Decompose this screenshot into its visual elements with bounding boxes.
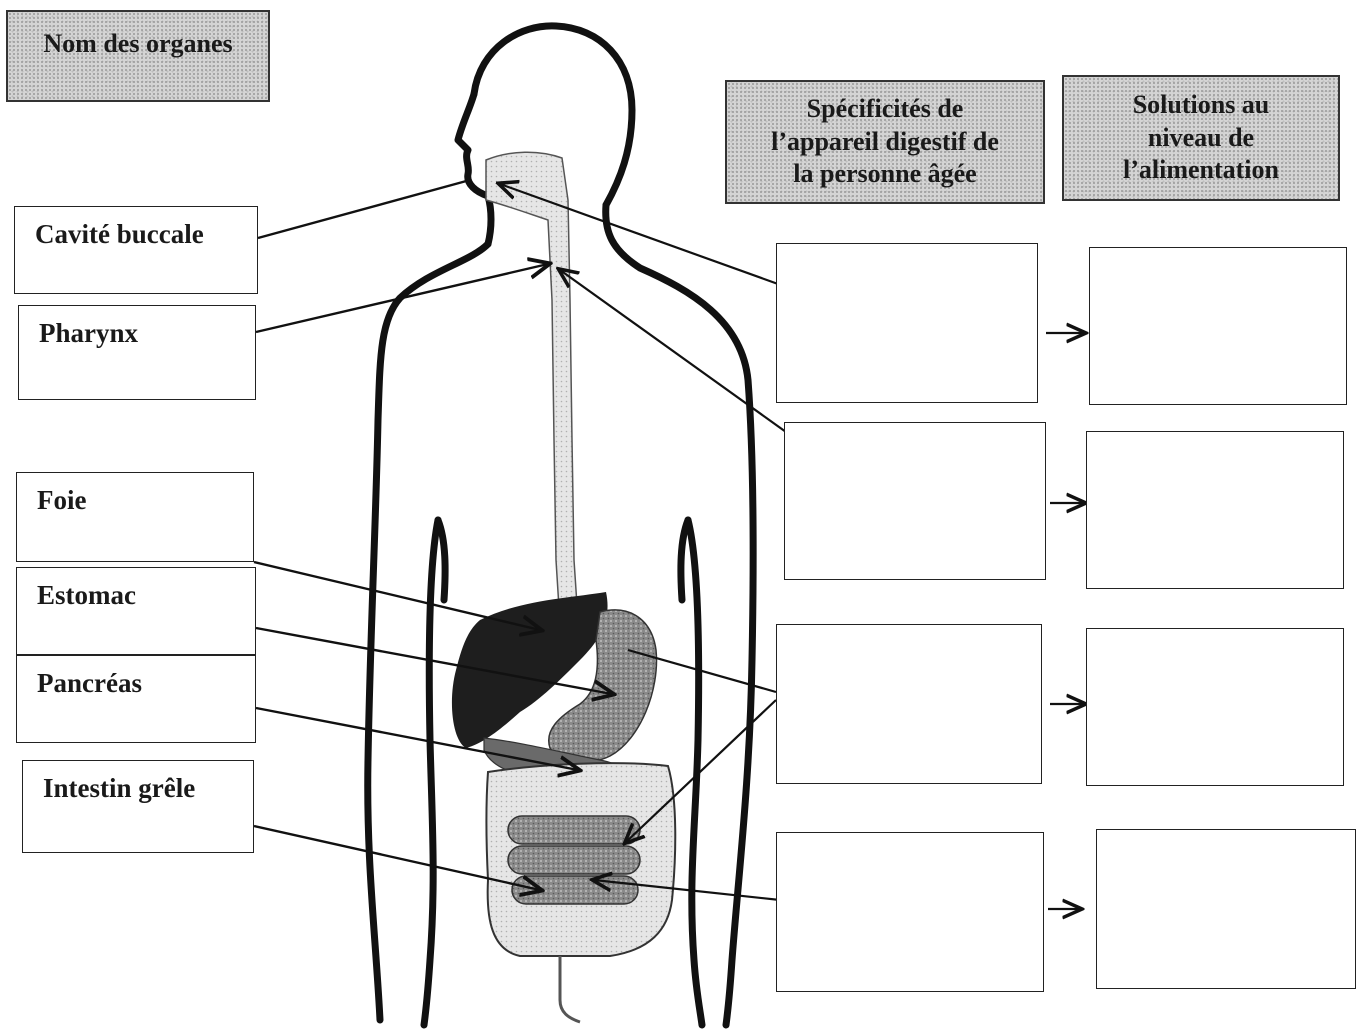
organ-box-pancreas[interactable]: Pancréas: [16, 655, 256, 743]
solutions-header: Solutions au niveau de l’alimentation: [1062, 75, 1340, 201]
organ-names-title: Nom des organes: [43, 28, 232, 61]
organ-label: Foie: [37, 485, 86, 516]
specificity-box-2[interactable]: [784, 422, 1046, 580]
solution-box-1[interactable]: [1089, 247, 1347, 405]
solution-box-3[interactable]: [1086, 628, 1344, 786]
small-intestine: [508, 816, 640, 904]
organ-names-header: Nom des organes: [6, 10, 270, 102]
organ-label: Estomac: [37, 580, 136, 611]
specificity-box-4[interactable]: [776, 832, 1044, 992]
organ-box-foie[interactable]: Foie: [16, 472, 254, 562]
organ-box-pharynx[interactable]: Pharynx: [18, 305, 256, 400]
specificity-box-1[interactable]: [776, 243, 1038, 403]
organ-box-intestin-grele[interactable]: Intestin grêle: [22, 760, 254, 853]
organ-box-cavite-buccale[interactable]: Cavité buccale: [14, 206, 258, 294]
specificities-title: Spécificités de l’appareil digestif de l…: [771, 93, 999, 191]
specificities-header: Spécificités de l’appareil digestif de l…: [725, 80, 1045, 204]
esophagus: [486, 152, 578, 624]
solutions-title: Solutions au niveau de l’alimentation: [1123, 89, 1279, 187]
organ-label: Cavité buccale: [35, 219, 204, 250]
solution-box-2[interactable]: [1086, 431, 1344, 589]
rectum: [560, 956, 580, 1022]
solution-box-4[interactable]: [1096, 829, 1356, 989]
organ-box-estomac[interactable]: Estomac: [16, 567, 256, 655]
organ-label: Pancréas: [37, 668, 142, 699]
row-arrows: [1046, 333, 1084, 909]
specificity-box-3[interactable]: [776, 624, 1042, 784]
organ-label: Pharynx: [39, 318, 138, 349]
organ-label: Intestin grêle: [43, 773, 195, 804]
